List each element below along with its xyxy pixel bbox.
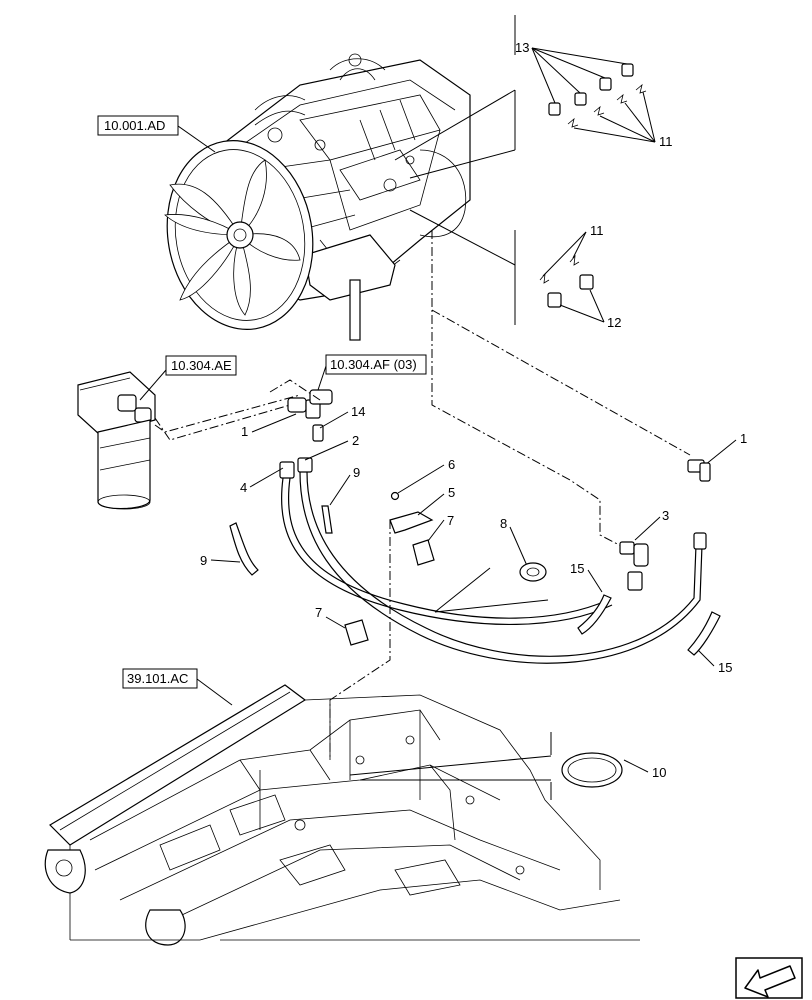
callout-6[interactable]: 6 (448, 457, 455, 472)
callout-14[interactable]: 14 (351, 404, 365, 419)
fuel-filter-illustration (77, 371, 156, 510)
callout-7-lower[interactable]: 7 (315, 605, 322, 620)
callout-11-middle[interactable]: 11 (590, 223, 604, 238)
callout-1-left[interactable]: 1 (241, 424, 248, 439)
callout-8[interactable]: 8 (500, 516, 507, 531)
engine-reference[interactable]: 10.001.AD (97, 115, 216, 153)
frame-reference[interactable]: 39.101.AC (122, 668, 233, 706)
engine-illustration (164, 53, 471, 341)
callout-10[interactable]: 10 (652, 765, 666, 780)
callout-15-right[interactable]: 15 (718, 660, 732, 675)
callout-9-right[interactable]: 9 (353, 465, 360, 480)
hardware-group-13-11 (548, 63, 647, 128)
callout-4[interactable]: 4 (240, 480, 247, 495)
fitting-reference-label: 10.304.AF (03) (330, 357, 417, 372)
callout-15-center[interactable]: 15 (570, 561, 584, 576)
fittings-group (279, 389, 333, 479)
band-10 (561, 752, 623, 788)
callout-9-left[interactable]: 9 (200, 553, 207, 568)
callout-1-right[interactable]: 1 (740, 431, 747, 446)
fitting-reference[interactable]: 10.304.AF (03) (317, 354, 427, 391)
filter-reference[interactable]: 10.304.AE (139, 355, 237, 401)
frame-illustration (44, 684, 640, 946)
filter-reference-label: 10.304.AE (171, 358, 232, 373)
callout-7-upper[interactable]: 7 (447, 513, 454, 528)
callout-2[interactable]: 2 (352, 433, 359, 448)
nav-arrow-icon[interactable] (735, 957, 803, 999)
hoses (229, 471, 707, 664)
callout-5[interactable]: 5 (448, 485, 455, 500)
callout-12[interactable]: 12 (607, 315, 621, 330)
callout-3[interactable]: 3 (662, 508, 669, 523)
engine-reference-label: 10.001.AD (104, 118, 165, 133)
callout-13[interactable]: 13 (515, 40, 529, 55)
frame-reference-label: 39.101.AC (127, 671, 188, 686)
hardware-group-11-12 (539, 254, 594, 308)
callout-11-top[interactable]: 11 (659, 134, 673, 149)
